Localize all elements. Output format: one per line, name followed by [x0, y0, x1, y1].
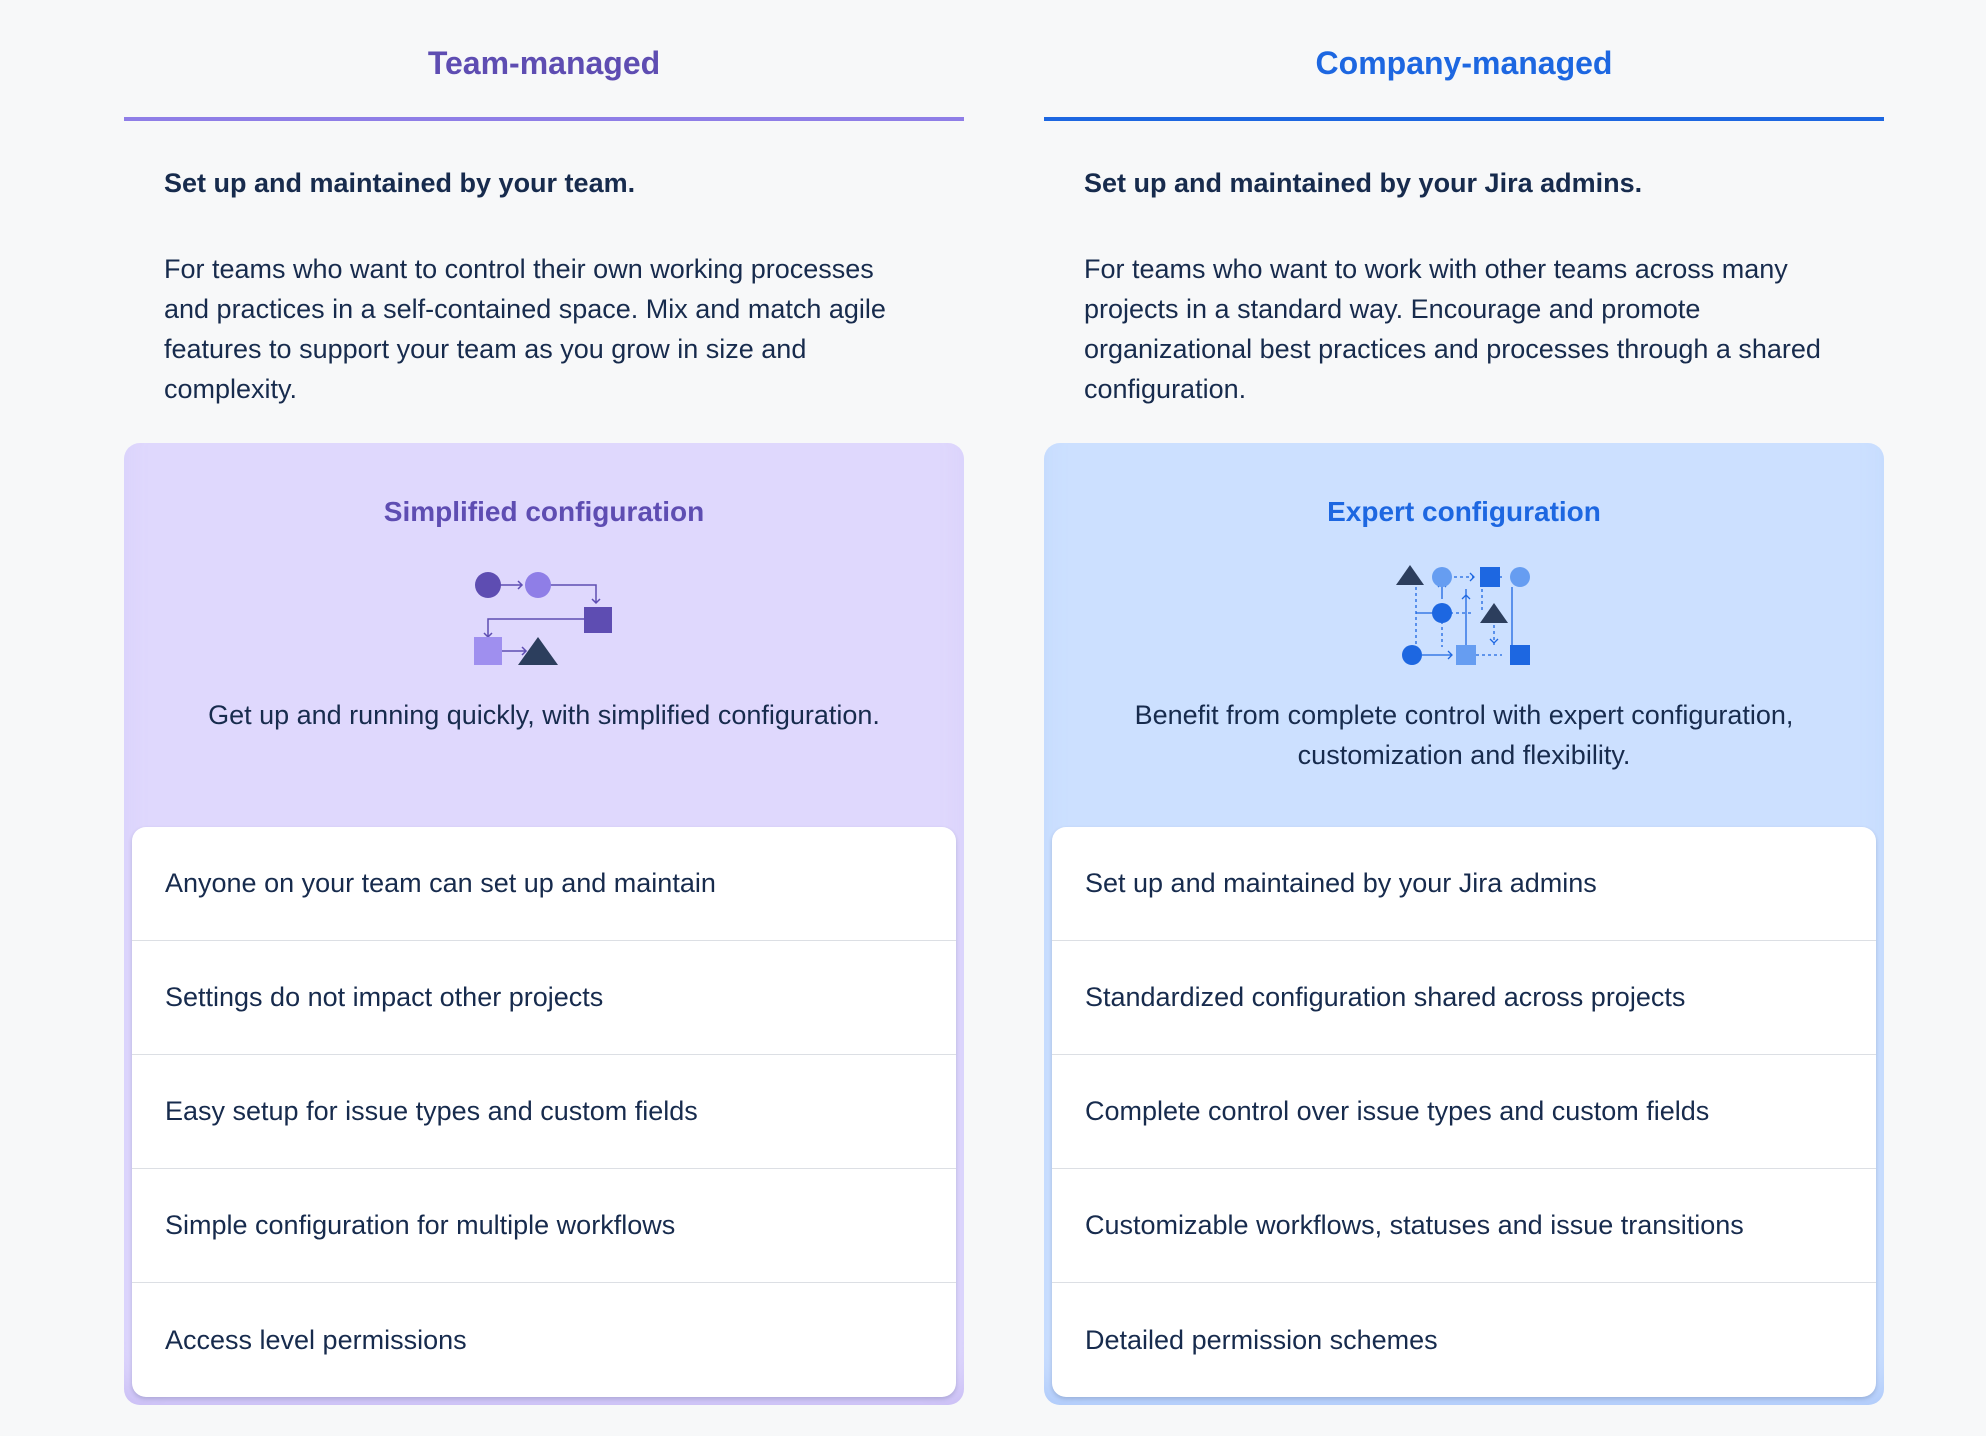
team-managed-body: For teams who want to control their own … — [164, 254, 886, 404]
list-item: Simple configuration for multiple workfl… — [132, 1169, 956, 1283]
card-summary: Get up and running quickly, with simplif… — [208, 700, 880, 730]
expert-configuration-card: Expert configuration — [1044, 443, 1884, 1405]
card-summary: Benefit from complete control with exper… — [1134, 700, 1794, 770]
list-item: Detailed permission schemes — [1085, 1324, 1438, 1355]
list-item: Settings do not impact other projects — [132, 941, 956, 1055]
complex-flow-icon — [1396, 565, 1530, 665]
tab-company-managed[interactable]: Company-managed — [1044, 0, 1884, 121]
company-managed-heading: Set up and maintained by your Jira admin… — [1084, 168, 1643, 198]
list-item: Complete control over issue types and cu… — [1052, 1055, 1876, 1169]
list-item: Easy setup for issue types and custom fi… — [132, 1055, 956, 1169]
list-item: Customizable workflows, statuses and iss… — [1052, 1169, 1876, 1283]
company-managed-description: Set up and maintained by your Jira admin… — [1044, 121, 1884, 443]
team-managed-heading: Set up and maintained by your team. — [164, 168, 636, 198]
feature-list: Anyone on your team can set up and maint… — [132, 827, 956, 1397]
team-managed-column: Team-managed Set up and maintained by yo… — [124, 0, 964, 1405]
list-item: Standardized configuration shared across… — [1052, 941, 1876, 1055]
feature-list: Set up and maintained by your Jira admin… — [1052, 827, 1876, 1397]
list-item: Access level permissions — [165, 1324, 467, 1355]
team-managed-description: Set up and maintained by your team. For … — [124, 121, 964, 443]
card-title: Simplified configuration — [383, 496, 705, 527]
card-title: Expert configuration — [1327, 496, 1601, 527]
company-managed-column: Company-managed Set up and maintained by… — [1044, 0, 1884, 1405]
list-item: Anyone on your team can set up and maint… — [132, 827, 956, 941]
list-item: Set up and maintained by your Jira admin… — [1052, 827, 1876, 941]
tab-team-managed[interactable]: Team-managed — [124, 0, 964, 121]
simple-flow-icon — [474, 572, 612, 665]
simplified-configuration-card: Simplified configuration Get up and runn… — [124, 443, 964, 1405]
company-managed-body: For teams who want to work with other te… — [1084, 254, 1821, 404]
